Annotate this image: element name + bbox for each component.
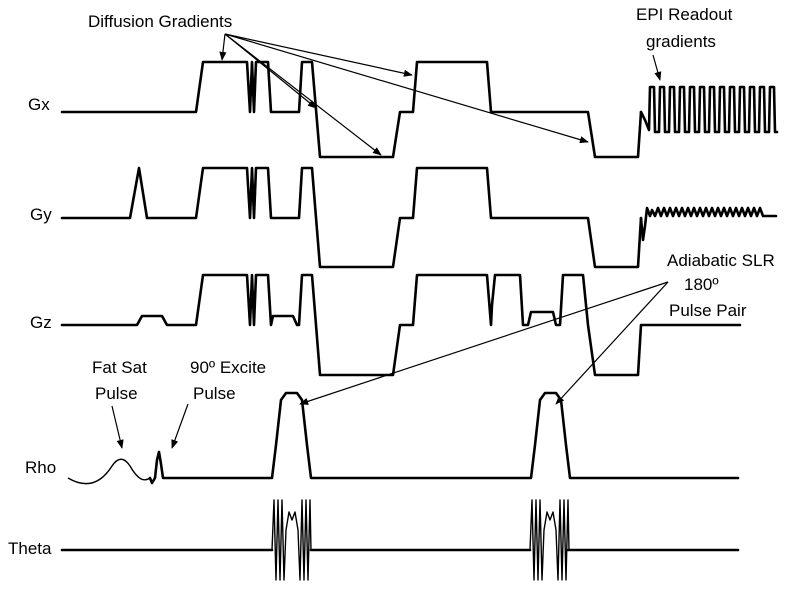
gz-waveform [60, 273, 742, 377]
adiabatic-label-3: Pulse Pair [669, 301, 747, 320]
rho-label: Rho [25, 458, 56, 477]
theta-label: Theta [8, 539, 52, 558]
gy-label: Gy [30, 205, 52, 224]
gy-epi-readout [639, 206, 778, 242]
diffusion-arrow-4 [224, 33, 413, 77]
epi-readout-label-1: EPI Readout [636, 5, 733, 24]
gx-waveform [60, 60, 643, 159]
diffusion-arrow-5 [224, 33, 589, 144]
adiabatic-label-1: Adiabatic SLR [667, 251, 775, 270]
epi-readout-arrow [652, 54, 662, 81]
theta-pulse-1 [271, 499, 312, 581]
gx-epi-readout [639, 85, 779, 134]
rho-waveform [148, 391, 740, 485]
gz-label: Gz [30, 313, 52, 332]
excite-arrow [171, 403, 189, 449]
adiabatic-arrow-2 [555, 281, 669, 405]
epi-readout-label-2: gradients [646, 32, 716, 51]
diffusion-arrow-1 [219, 33, 227, 61]
adiabatic-arrow-1 [299, 281, 669, 405]
gx-label: Gx [28, 95, 50, 114]
diffusion-arrow-3 [224, 33, 382, 156]
theta-pulse-2 [529, 499, 570, 581]
gy-waveform [60, 166, 643, 269]
excite-label-2: Pulse [193, 384, 236, 403]
rho-fat-sat-pulse [67, 458, 151, 485]
excite-label-1: 90º Excite [190, 358, 266, 377]
diffusion-gradients-label: Diffusion Gradients [88, 12, 232, 31]
adiabatic-label-2: 180º [684, 275, 719, 294]
fat-sat-label-2: Pulse [95, 384, 138, 403]
fat-sat-arrow [111, 405, 124, 449]
fat-sat-label-1: Fat Sat [92, 358, 147, 377]
